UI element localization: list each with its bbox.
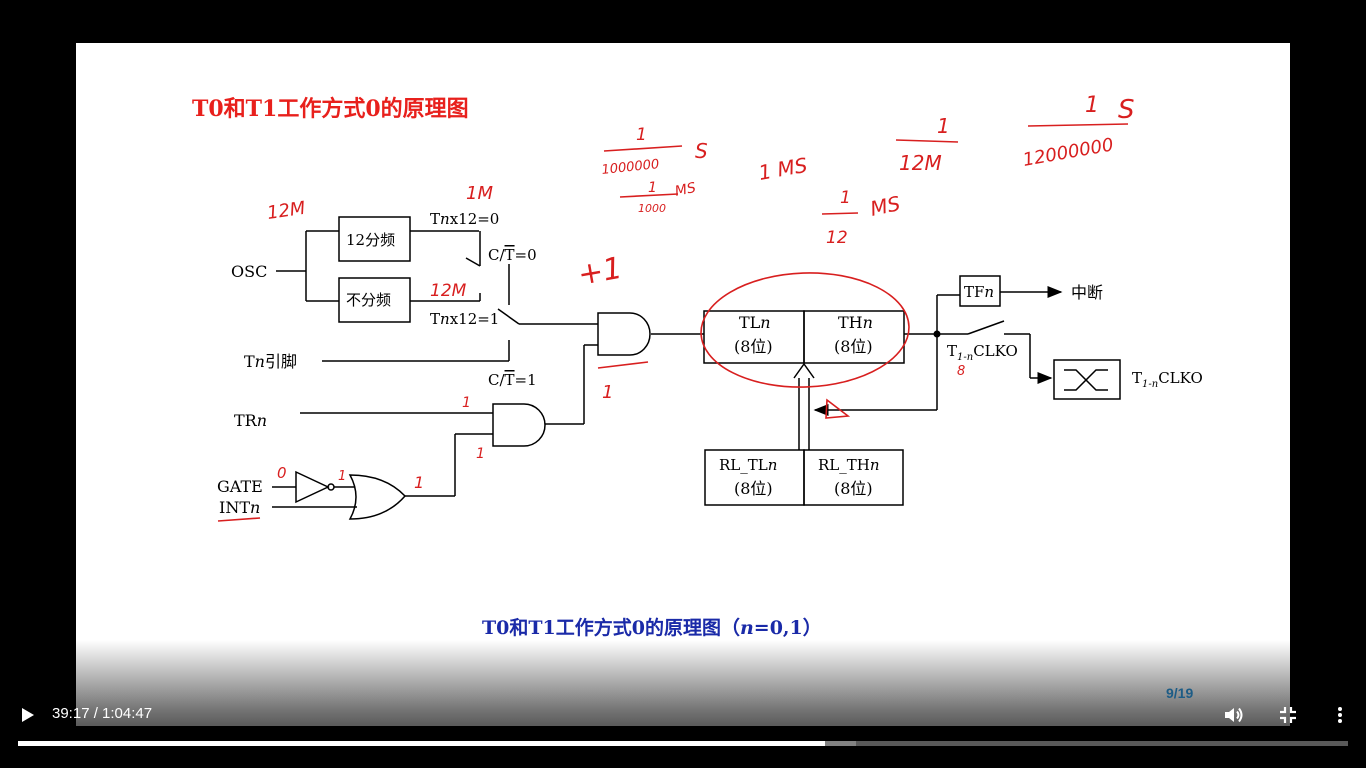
- hw-frac3-num: 1: [937, 114, 950, 138]
- hw-frac2-den: 1000: [638, 202, 666, 215]
- hw-1us: 1 MS: [757, 153, 810, 185]
- slide-canvas: [76, 43, 1290, 726]
- exit-fullscreen-button[interactable]: [1276, 703, 1300, 727]
- hw-one-d: 1: [476, 446, 485, 462]
- div12-label: 12分频: [346, 231, 395, 249]
- ct1-label: C/T=1: [488, 371, 537, 389]
- osc-label: OSC: [231, 262, 267, 281]
- hw-frac5-den: 12: [826, 228, 848, 248]
- hw-one-e: 1: [602, 382, 613, 403]
- or-gate: [348, 474, 407, 520]
- clko-output-label: T1-nCLKO: [1132, 369, 1203, 390]
- slide-title: T0和T1工作方式0的原理图: [192, 96, 469, 122]
- and-gate-main: [597, 312, 651, 356]
- th-bits: (8位): [834, 337, 873, 356]
- hw-frac2-num: 1: [648, 180, 657, 196]
- tl-label: TLn: [739, 313, 771, 332]
- tf-flag-box: [959, 275, 1001, 307]
- exit-fullscreen-icon: [1280, 707, 1296, 723]
- progress-played: [18, 741, 825, 746]
- slide-caption: T0和T1工作方式0的原理图（n=0,1）: [482, 616, 822, 639]
- hw-s: S: [695, 139, 708, 163]
- div12-box: [338, 216, 411, 262]
- volume-icon: [1225, 707, 1243, 723]
- tnx12-0-label: Tnx12=0: [430, 210, 499, 228]
- interrupt-label: 中断: [1071, 283, 1103, 302]
- clko-switch-label: T1-nCLKO: [947, 342, 1018, 363]
- play-icon: [22, 708, 34, 722]
- hw-ms: MS: [674, 180, 698, 200]
- hw-one-b: 1: [414, 473, 424, 492]
- more-vert-icon: [1338, 707, 1342, 723]
- rl-tl-bits: (8位): [734, 479, 773, 498]
- rl-th-register: [803, 449, 904, 506]
- hw-frac3-den: 12M: [899, 151, 942, 175]
- progress-bar[interactable]: [18, 741, 1348, 746]
- tn-pin-label: Tn引脚: [244, 352, 297, 371]
- hw-12m-2: 12M: [430, 281, 467, 301]
- hw-s2: S: [1118, 95, 1135, 125]
- time-display: 39:17 / 1:04:47: [52, 705, 153, 722]
- rl-tl-label: RL_TLn: [719, 456, 777, 474]
- hw-us2: MS: [868, 191, 903, 221]
- page-indicator: 9/19: [1166, 685, 1194, 701]
- nodiv-label: 不分频: [346, 291, 391, 309]
- rl-th-bits: (8位): [834, 479, 873, 498]
- register-circle: [700, 272, 910, 388]
- hw-zero: 0: [277, 464, 287, 482]
- hw-1m: 1M: [466, 183, 493, 204]
- trn-label: TRn: [234, 411, 267, 430]
- volume-button[interactable]: [1222, 703, 1246, 727]
- gate-label: GATE: [217, 477, 263, 496]
- handwriting-strokes: [217, 123, 1129, 522]
- hw-frac4-den: 12000000: [1021, 134, 1115, 171]
- more-options-button[interactable]: [1330, 703, 1350, 727]
- and-gate-enable: [492, 403, 546, 447]
- hw-one-c: 1: [462, 395, 471, 411]
- ct0-label: C/T=0: [488, 246, 537, 264]
- tf-label: TFn: [964, 283, 994, 301]
- hw-8: 8: [957, 364, 965, 379]
- hw-frac4-num: 1: [1085, 93, 1099, 118]
- hw-12m: 12M: [266, 198, 307, 224]
- play-button[interactable]: [14, 703, 40, 727]
- hw-frac5-num: 1: [840, 188, 851, 208]
- nodiv-box: [338, 277, 411, 323]
- intn-label: INTn: [219, 498, 260, 517]
- hw-frac1-den: 1000000: [601, 157, 660, 178]
- controls-overlay: [0, 640, 1366, 768]
- th-label: THn: [838, 313, 873, 332]
- hw-frac1-num: 1: [636, 125, 647, 145]
- th-register: [803, 310, 905, 364]
- tnx12-1-label: Tnx12=1: [430, 310, 499, 328]
- hw-one-a: 1: [338, 469, 346, 484]
- hw-plus1: +1: [575, 251, 625, 293]
- tl-bits: (8位): [734, 337, 773, 356]
- clko-output-box: [1053, 359, 1121, 400]
- not-gate: [295, 470, 330, 504]
- rl-th-label: RL_THn: [818, 456, 880, 474]
